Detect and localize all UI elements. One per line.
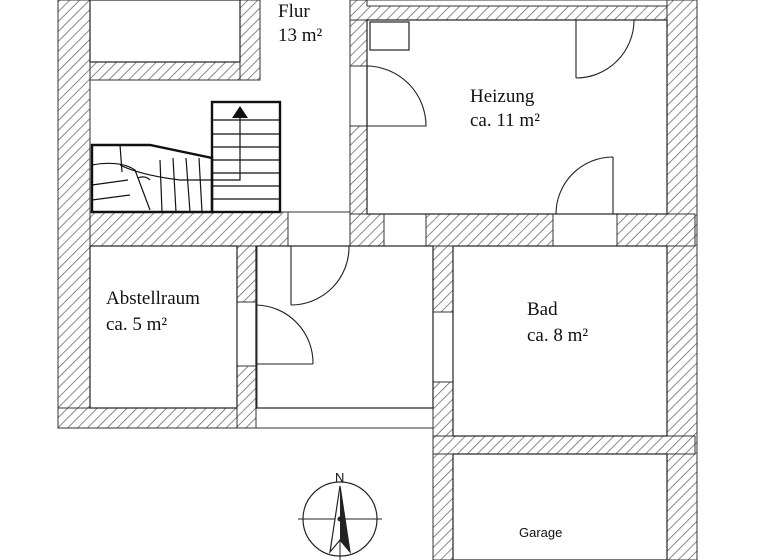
opening-top-strip — [366, 0, 668, 7]
compass: N — [298, 470, 382, 560]
room-outlines — [89, 0, 668, 560]
room-bad — [452, 245, 668, 437]
labels: Flur 13 m² Heizung ca. 11 m² Abstellraum… — [106, 1, 588, 540]
label-bad-area: ca. 8 m² — [527, 325, 588, 346]
wall-bad-garage — [432, 435, 696, 455]
door-hall-top — [290, 245, 350, 306]
opening-heizung-bottom-right — [552, 213, 618, 247]
label-abstellraum-area: ca. 5 m² — [106, 314, 167, 335]
stair-flight-lower — [90, 143, 214, 214]
heizung-chimney — [369, 21, 410, 51]
door-heizung-left — [366, 65, 427, 127]
stair-arrow-icon — [232, 106, 248, 118]
label-bad-name: Bad — [527, 299, 558, 320]
wall-upper-room-right — [239, 0, 261, 81]
label-flur-area: 13 m² — [278, 25, 323, 46]
wall-upper-room-bottom — [89, 61, 261, 81]
wall-bottom-left — [57, 407, 257, 429]
room-upper-left — [89, 0, 241, 63]
label-heizung-area: ca. 11 m² — [470, 110, 540, 131]
stair-walkline — [119, 118, 241, 181]
opening-heizung-left — [349, 65, 368, 127]
room-garage — [452, 453, 668, 560]
wall-mid-left — [89, 211, 289, 247]
stair-flight-upper — [210, 100, 282, 214]
doors — [255, 19, 635, 365]
openings — [236, 0, 668, 429]
walls — [57, 0, 698, 560]
opening-abstell — [236, 301, 258, 367]
label-garage: Garage — [519, 525, 562, 540]
label-flur-name: Flur — [278, 1, 310, 22]
label-abstellraum-name: Abstellraum — [106, 288, 200, 309]
opening-hall-bottom — [255, 407, 434, 429]
room-abstellraum — [89, 245, 238, 409]
door-heizung-top — [575, 19, 635, 79]
wall-right-outer — [666, 0, 698, 560]
door-abstellraum — [255, 304, 314, 365]
wall-left-outer — [57, 0, 91, 429]
wall-hall-bad — [432, 245, 454, 560]
staircase — [90, 100, 282, 214]
door-heizung-bottom — [555, 156, 614, 215]
label-heizung-name: Heizung — [470, 86, 535, 107]
compass-north-label: N — [335, 470, 344, 485]
opening-heizung-bottom-mid — [383, 213, 427, 247]
opening-bad — [432, 311, 454, 383]
opening-hall-top — [287, 211, 351, 247]
